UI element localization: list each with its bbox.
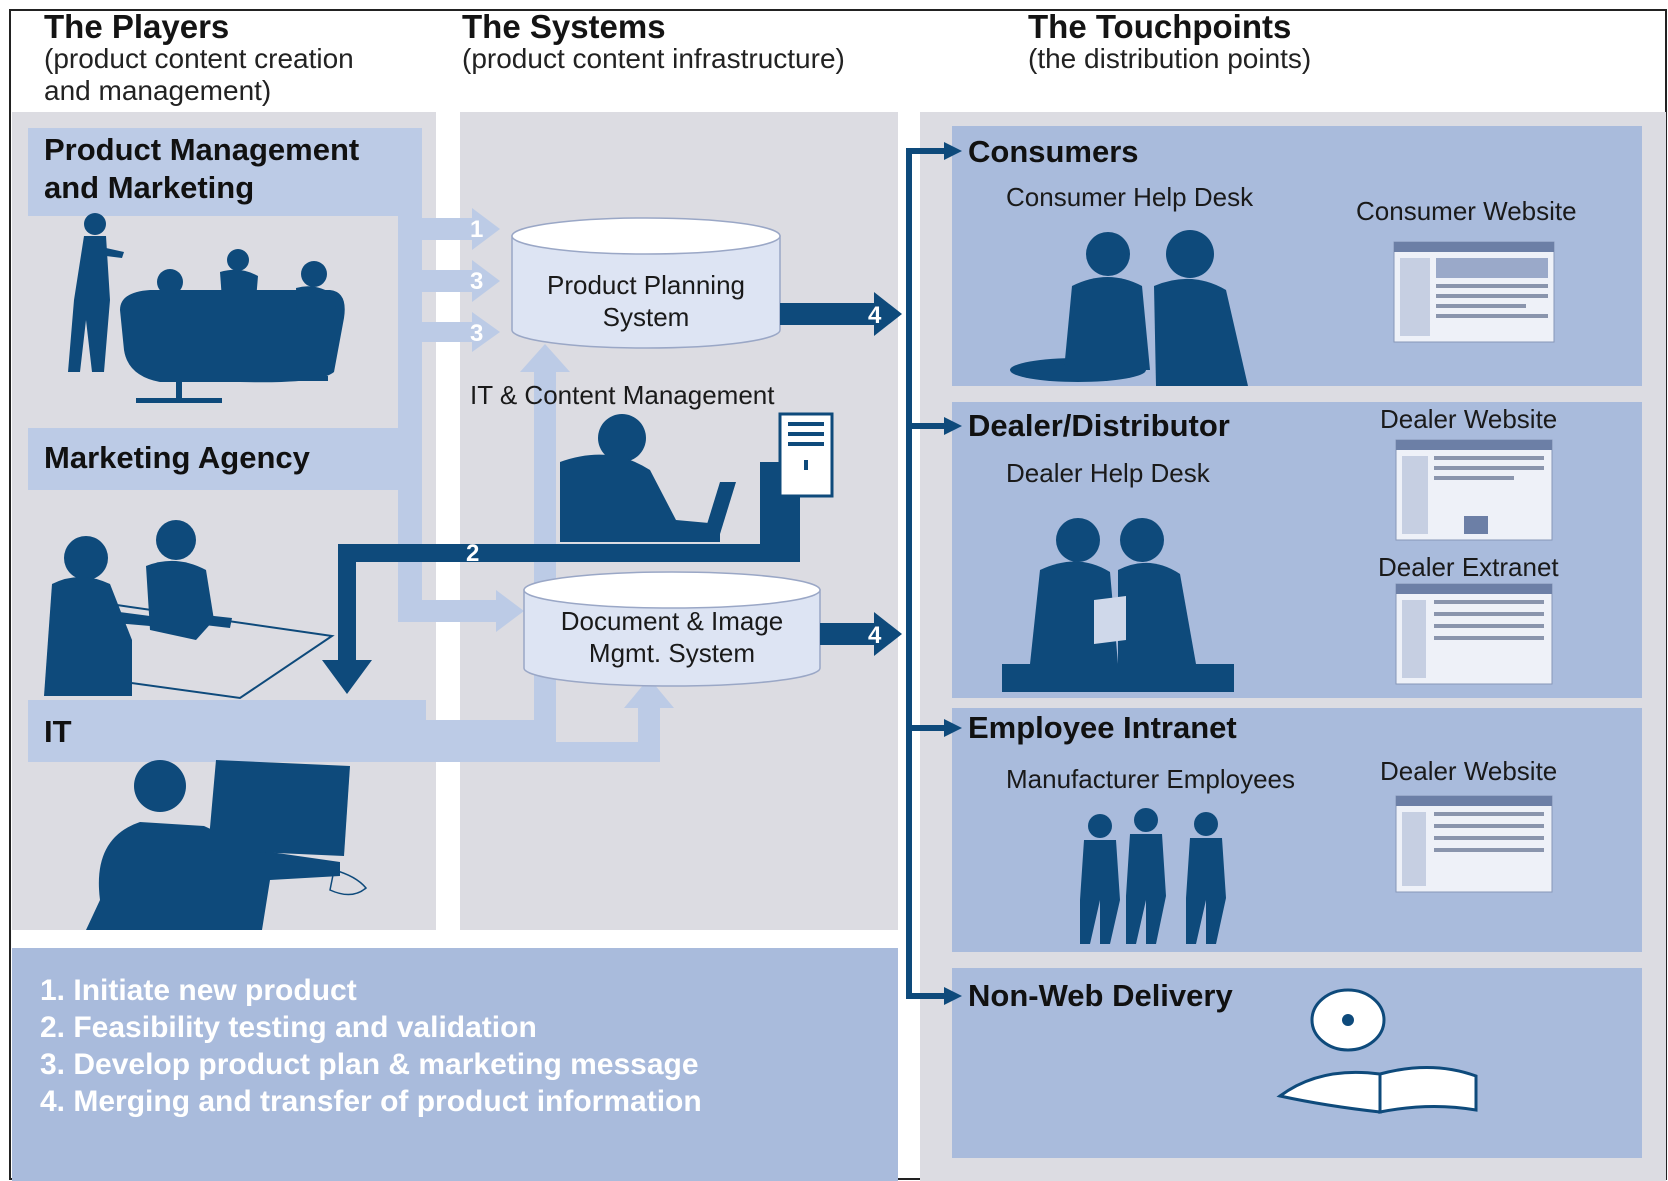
systems-column-title: The Systems — [462, 8, 666, 45]
arrow-number: 4 — [868, 302, 882, 329]
it-worker-image — [86, 760, 368, 930]
agency-people-image — [44, 520, 335, 700]
product-planning-label: Product Planning — [546, 270, 746, 300]
document-mgmt-cylinder — [523, 571, 821, 687]
it-content-management-label: IT & Content Management — [470, 380, 775, 410]
systems-column-subtitle: (product content infrastructure) — [462, 43, 845, 74]
touchpoints-column-title: The Touchpoints — [1028, 8, 1292, 45]
manufacturer-employees-label: Manufacturer Employees — [1006, 764, 1296, 794]
dealer-help-desk-image — [1002, 518, 1234, 692]
dealer-help-desk-label: Dealer Help Desk — [1006, 458, 1210, 488]
consumer-help-desk-label: Consumer Help Desk — [1006, 182, 1254, 212]
intranet-dealer-website-label: Dealer Website — [1380, 756, 1558, 786]
touchpoint-consumers-title: Consumers — [968, 134, 1139, 169]
consumer-website-label: Consumer Website — [1356, 196, 1577, 226]
nonweb-panel — [952, 968, 1642, 1158]
touchpoint-nonweb-title: Non-Web Delivery — [968, 978, 1233, 1013]
touchpoint-dealer-title: Dealer/Distributor — [968, 408, 1230, 443]
player-marketing-agency: Marketing Agency — [44, 440, 310, 475]
agency-connector — [398, 428, 422, 558]
content-worker-image — [560, 412, 834, 562]
players-column-subtitle: (product content creation — [44, 43, 354, 74]
pm-band — [28, 128, 422, 216]
consumer-help-desk-image — [1010, 230, 1248, 386]
arrow-number: 3 — [470, 320, 484, 347]
meeting-people-image — [68, 213, 345, 403]
step-item: 1. Initiate new product — [40, 974, 357, 1007]
arrow-number: 1 — [470, 216, 484, 243]
employees-image — [1080, 808, 1226, 944]
navy-arrows — [322, 142, 962, 1005]
players-column-title: The Players — [44, 8, 230, 45]
touchpoint-intranet-title: Employee Intranet — [968, 710, 1237, 745]
step-item: 4. Merging and transfer of product infor… — [40, 1085, 702, 1118]
document-mgmt-label: Document & Image — [560, 606, 784, 636]
arrow-number: 4 — [868, 622, 882, 649]
arrow-number: 2 — [466, 540, 480, 567]
agency-band — [28, 428, 422, 490]
dealer-website-image — [1395, 439, 1553, 541]
dealer-extranet-image — [1395, 583, 1553, 685]
step-item: 3. Develop product plan & marketing mess… — [40, 1048, 699, 1081]
player-product-management-2: and Marketing — [44, 170, 255, 205]
dealer-website-label: Dealer Website — [1380, 404, 1558, 434]
touchpoints-column-subtitle: (the distribution points) — [1028, 43, 1312, 74]
consumer-website-image — [1393, 241, 1555, 343]
cd-and-book-image — [1276, 988, 1478, 1114]
it-band — [28, 700, 426, 762]
player-product-management: Product Management — [44, 132, 360, 167]
player-it: IT — [44, 714, 72, 749]
intranet-website-image — [1395, 795, 1553, 893]
arrow-number: 3 — [470, 268, 484, 295]
step-item: 2. Feasibility testing and validation — [40, 1011, 537, 1044]
document-mgmt-label-2: Mgmt. System — [588, 638, 756, 668]
players-column-subtitle-2: and management) — [44, 75, 272, 106]
product-planning-label-2: System — [602, 302, 690, 332]
product-planning-cylinder — [511, 217, 781, 349]
steps-legend-panel — [12, 948, 898, 1181]
dealer-extranet-label: Dealer Extranet — [1378, 552, 1559, 582]
